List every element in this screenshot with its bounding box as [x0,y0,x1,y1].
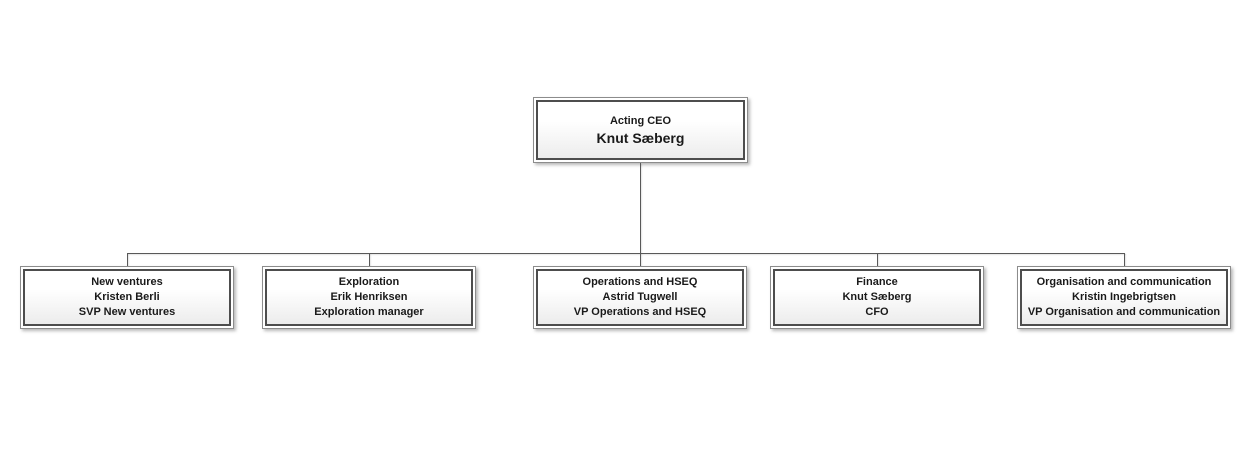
org-node-finance-body: Finance Knut Sæberg CFO [773,269,981,326]
role-title: Exploration manager [314,306,424,318]
org-node-new-ventures: New ventures Kristen Berli SVP New ventu… [20,266,234,329]
org-node-organisation-communication-body: Organisation and communication Kristin I… [1020,269,1228,326]
person-name: Knut Sæberg [596,129,685,146]
person-name: Kristin Ingebrigtsen [1072,291,1176,303]
org-node-finance: Finance Knut Sæberg CFO [770,266,984,329]
role-title: SVP New ventures [78,306,176,318]
person-name: Knut Sæberg [842,291,912,303]
org-node-exploration-body: Exploration Erik Henriksen Exploration m… [265,269,473,326]
role-title: VP Operations and HSEQ [573,306,707,318]
role-title: VP Organisation and communication [1027,306,1221,318]
connector-drop-exploration [369,253,370,267]
connector-drop-new-ventures [127,253,128,267]
department-label: New ventures [91,276,163,288]
role-title: Acting CEO [609,114,672,127]
connector-horizontal-rail [127,253,1125,254]
person-name: Kristen Berli [94,291,160,303]
org-node-organisation-communication: Organisation and communication Kristin I… [1017,266,1231,329]
department-label: Exploration [338,276,400,288]
person-name: Astrid Tugwell [602,291,678,303]
connector-trunk [640,163,641,253]
org-node-acting-ceo: Acting CEO Knut Sæberg [533,97,748,163]
org-node-acting-ceo-body: Acting CEO Knut Sæberg [536,100,745,160]
department-label: Operations and HSEQ [582,276,698,288]
department-label: Finance [856,276,898,288]
org-node-exploration: Exploration Erik Henriksen Exploration m… [262,266,476,329]
person-name: Erik Henriksen [330,291,408,303]
org-node-operations-hseq-body: Operations and HSEQ Astrid Tugwell VP Op… [536,269,744,326]
connector-drop-finance [877,253,878,267]
department-label: Organisation and communication [1036,276,1212,288]
org-node-operations-hseq: Operations and HSEQ Astrid Tugwell VP Op… [533,266,747,329]
connector-drop-organisation [1124,253,1125,267]
connector-drop-operations [640,253,641,267]
org-node-new-ventures-body: New ventures Kristen Berli SVP New ventu… [23,269,231,326]
role-title: CFO [865,306,889,318]
